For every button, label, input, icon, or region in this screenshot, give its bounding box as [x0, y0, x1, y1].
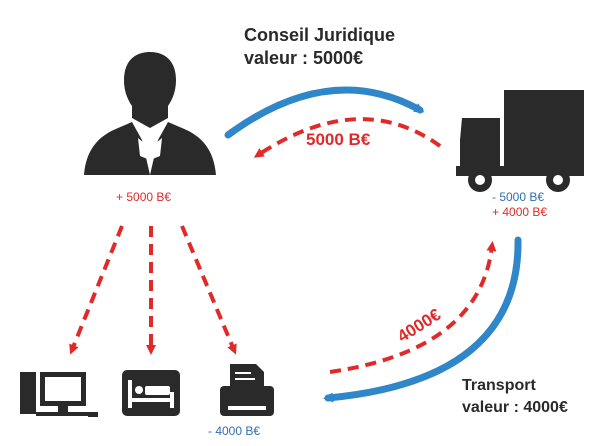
truck-credit: + 4000 B€: [492, 205, 548, 219]
printer-icon: [220, 364, 274, 416]
computer-icon: [20, 372, 98, 417]
spend-arrow-computer: [69, 225, 124, 355]
transport-value: valeur : 4000€: [462, 399, 568, 416]
person-balance: + 5000 B€: [116, 190, 172, 204]
legal-advice-title: Conseil Juridique: [244, 25, 396, 45]
spend-arrow-printer: [180, 225, 237, 355]
legal-advice-value: valeur : 5000€: [244, 48, 364, 68]
hotel-bed-icon: [122, 370, 180, 416]
truck-icon: [456, 90, 584, 192]
printer-amount: - 4000 B€: [208, 424, 261, 438]
truck-debit: - 5000 B€: [492, 190, 545, 204]
legal-advice-arrow: [224, 86, 425, 139]
transport-arrow: [323, 236, 522, 403]
barter-payment-arrow-top: [253, 117, 442, 158]
transport-title: Transport: [462, 377, 536, 394]
barter-amount-top: 5000 B€: [306, 130, 371, 149]
lawyer-icon: [84, 52, 216, 175]
